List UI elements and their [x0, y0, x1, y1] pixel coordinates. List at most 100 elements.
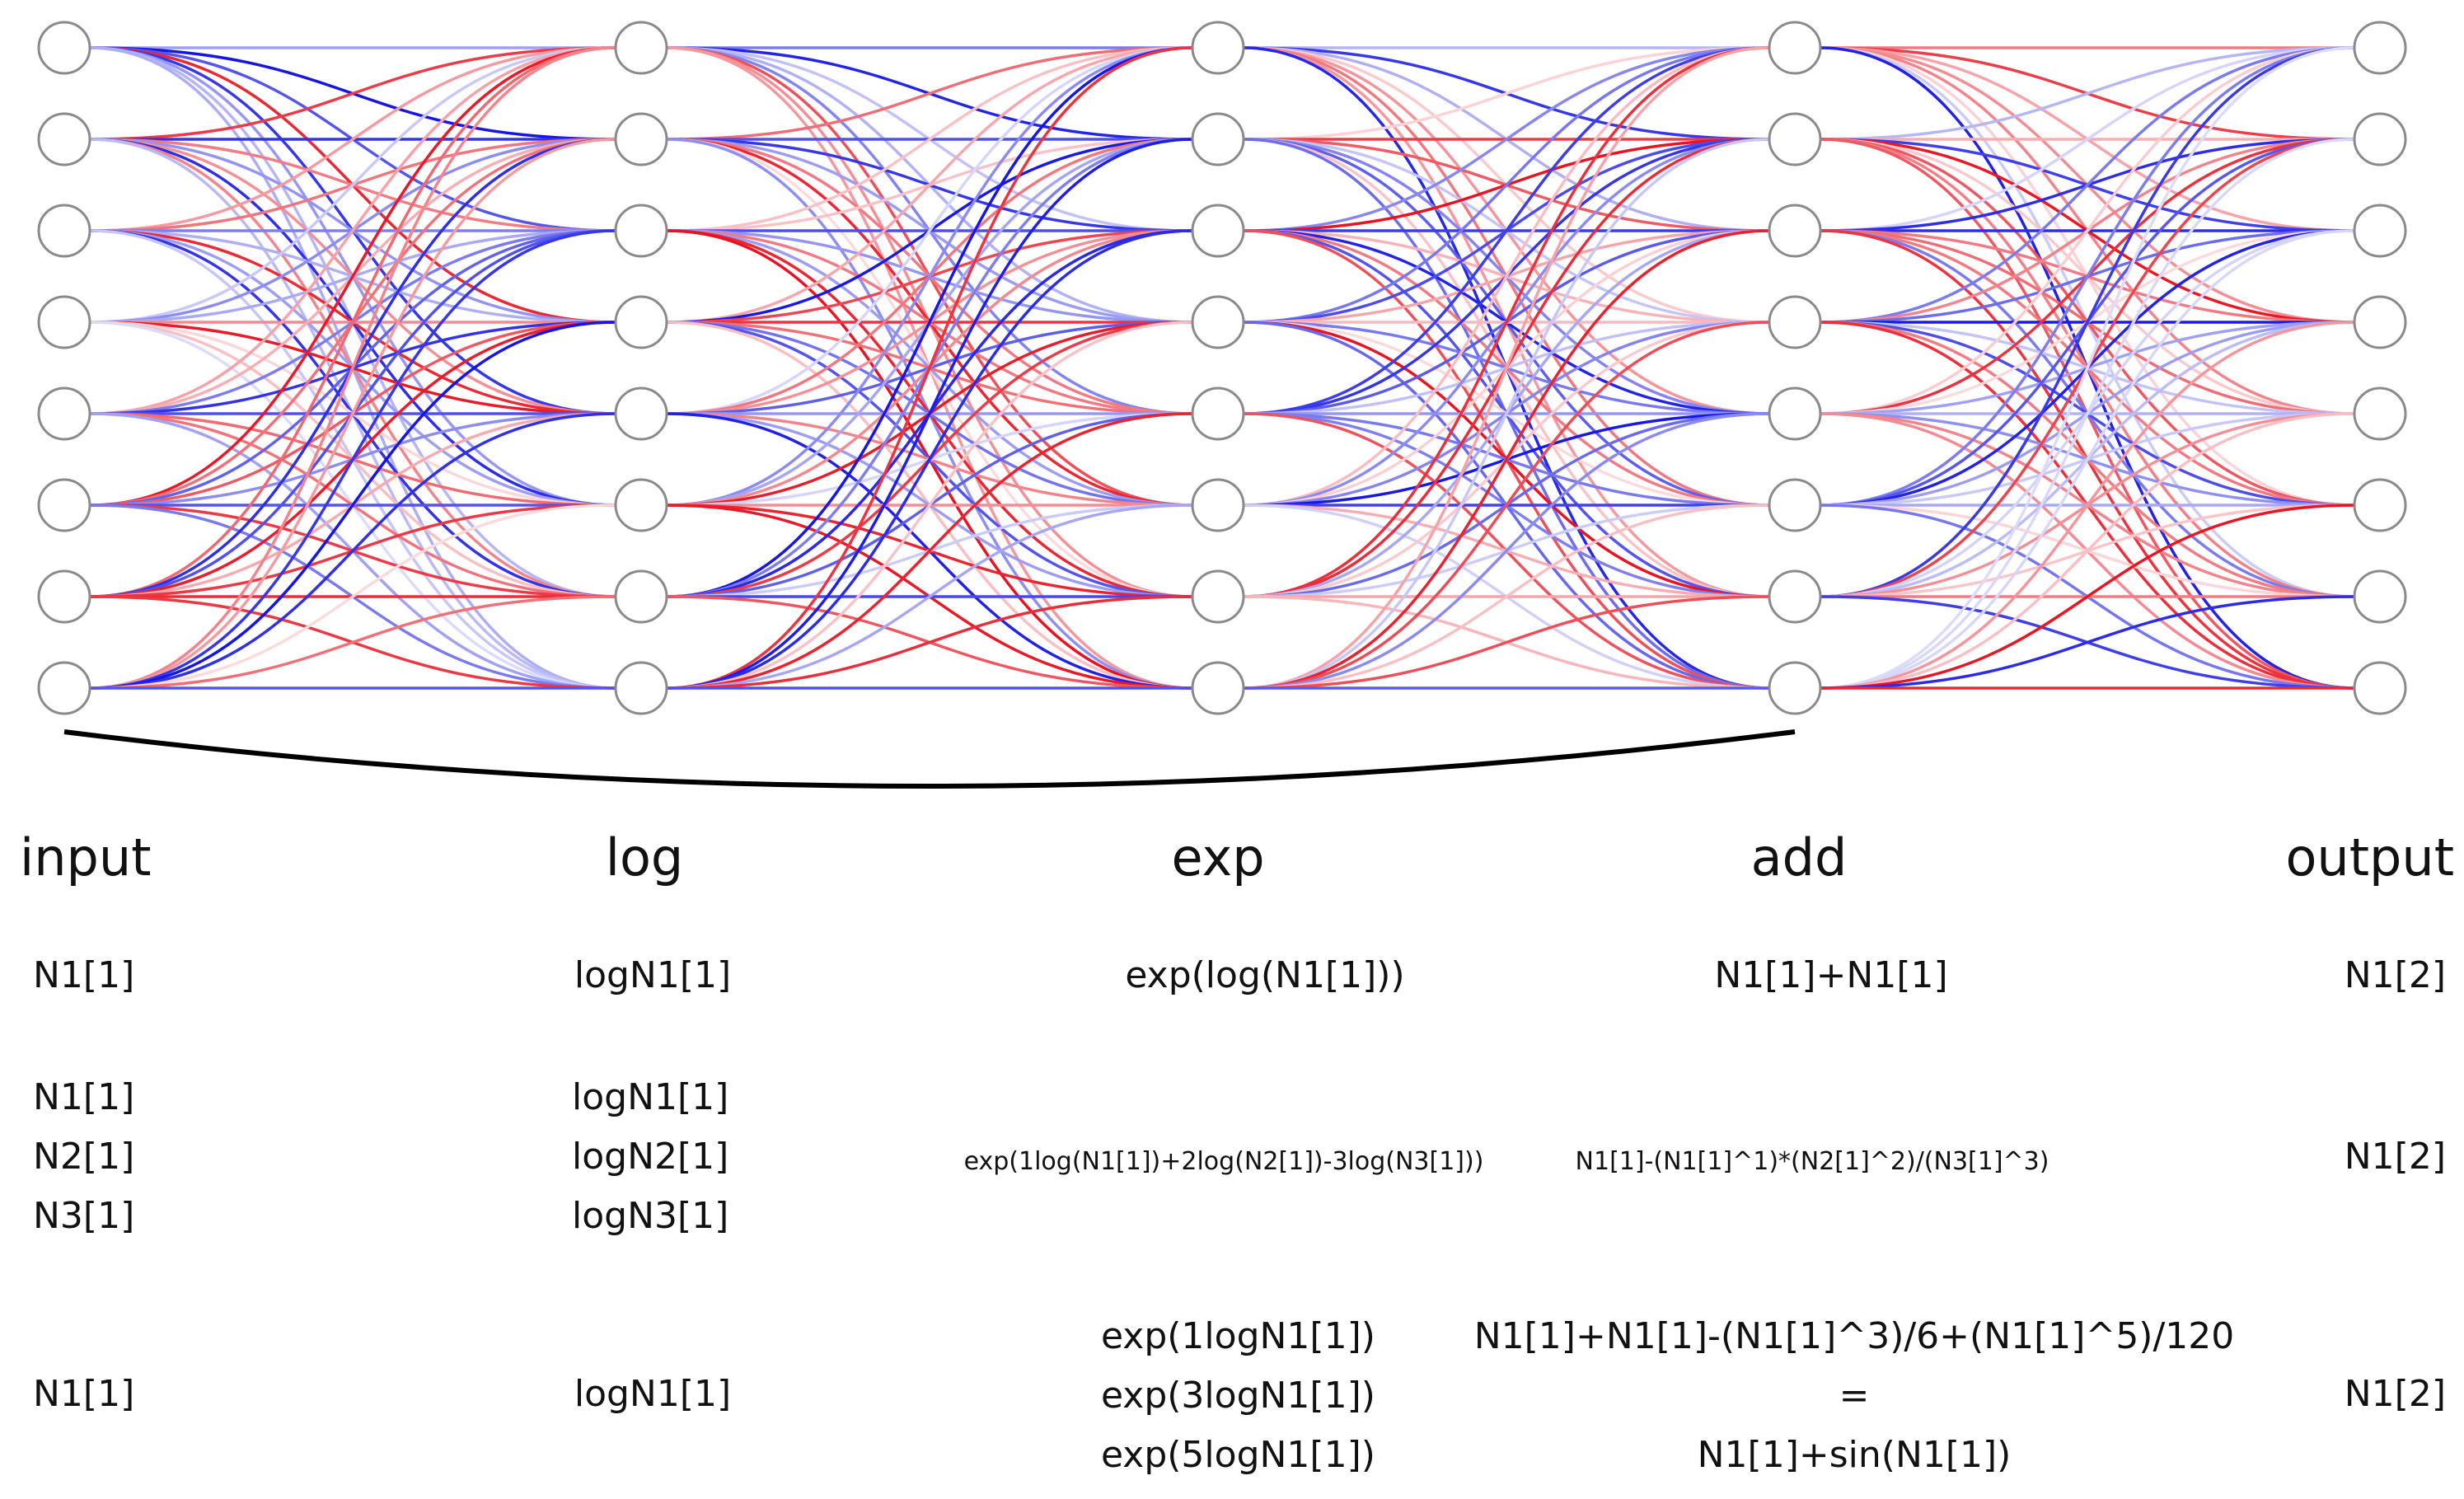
weight-edge — [666, 46, 1193, 598]
row3-output: N1[2] — [2344, 1373, 2446, 1415]
row2-exp: exp(1log(N1[1])+2log(N2[1])-3log(N3[1])) — [963, 1147, 1484, 1176]
neuron-node — [1768, 569, 1822, 624]
neuron-node — [1191, 295, 1245, 349]
neuron-node — [614, 569, 668, 624]
row3-add-item: N1[1]+sin(N1[1]) — [1697, 1434, 2012, 1476]
neuron-node — [1191, 112, 1245, 166]
neuron-node — [37, 569, 91, 624]
weight-edge — [666, 595, 1193, 690]
weight-edge — [89, 46, 616, 324]
weight-edge — [1820, 412, 2355, 690]
neuron-node — [2353, 661, 2407, 715]
weight-edge — [666, 321, 1193, 690]
row2-log-item: logN1[1] — [572, 1076, 729, 1118]
skip-connection-brace — [63, 729, 1796, 789]
neuron-node — [37, 204, 91, 258]
neuron-node — [37, 478, 91, 532]
row2-log-item: logN2[1] — [572, 1136, 729, 1178]
weight-edge — [89, 504, 616, 690]
row3-add-item: N1[1]+N1[1]-(N1[1]^3)/6+(N1[1]^5)/120 — [1473, 1315, 2235, 1357]
row3-add: N1[1]+N1[1]-(N1[1]^3)/6+(N1[1]^5)/120 = … — [1467, 1307, 2241, 1485]
weight-edge — [1243, 46, 1770, 232]
weight-edge — [1820, 46, 2355, 324]
neuron-node — [1768, 112, 1822, 166]
weight-edge — [1820, 321, 2355, 690]
weight-edge — [1243, 412, 1770, 690]
row3-exp: exp(1logN1[1]) exp(3logN1[1]) exp(5logN1… — [1101, 1307, 1375, 1485]
weight-edge — [89, 595, 616, 690]
row3-exp-item: exp(1logN1[1]) — [1101, 1315, 1375, 1357]
neuron-node — [2353, 21, 2407, 75]
neural-network-diagram — [37, 21, 2407, 789]
row3-exp-item: exp(5logN1[1]) — [1101, 1434, 1375, 1476]
weight-edge — [666, 412, 1193, 690]
weight-edge — [89, 229, 616, 690]
neuron-node — [1191, 204, 1245, 258]
neuron-node — [37, 661, 91, 715]
neuron-node — [37, 295, 91, 349]
row3-exp-item: exp(3logN1[1]) — [1101, 1375, 1375, 1417]
layer-label-input: input — [20, 827, 152, 888]
neuron-node — [614, 661, 668, 715]
weight-edge — [1243, 321, 1770, 690]
neuron-node — [1768, 386, 1822, 441]
row2-input: N1[1] N2[1] N3[1] — [33, 1068, 134, 1246]
neuron-node — [1768, 204, 1822, 258]
neuron-node — [2353, 478, 2407, 532]
weight-edge — [1820, 46, 2355, 598]
weight-edge — [1243, 138, 1770, 690]
row2-input-item: N3[1] — [33, 1195, 135, 1237]
weight-edge — [1820, 46, 2355, 141]
row1-output: N1[2] — [2344, 954, 2446, 996]
row2-add: N1[1]-(N1[1]^1)*(N2[1]^2)/(N3[1]^3) — [1575, 1147, 2049, 1176]
row1-exp: exp(log(N1[1])) — [1125, 954, 1405, 996]
weight-edge — [666, 138, 1193, 690]
weight-edge — [666, 504, 1193, 690]
network-nodes — [37, 21, 2407, 715]
neuron-node — [614, 478, 668, 532]
neuron-node — [614, 386, 668, 441]
row1-log: logN1[1] — [574, 954, 732, 996]
neuron-node — [1768, 295, 1822, 349]
neuron-node — [2353, 386, 2407, 441]
neuron-node — [1191, 569, 1245, 624]
neuron-node — [1191, 661, 1245, 715]
layer-label-output: output — [2285, 827, 2455, 888]
weight-edge — [666, 46, 1193, 507]
neuron-node — [37, 21, 91, 75]
neuron-node — [1768, 478, 1822, 532]
weight-edge — [1820, 138, 2355, 690]
row2-input-item: N1[1] — [33, 1076, 135, 1118]
row3-input: N1[1] — [33, 1373, 135, 1415]
weight-edge — [1243, 595, 1770, 690]
weight-edge — [666, 46, 1193, 415]
weight-edge — [89, 46, 616, 598]
neuron-node — [614, 204, 668, 258]
weight-edge — [1820, 46, 2355, 232]
weight-edge — [89, 321, 616, 690]
weight-edge — [89, 46, 616, 232]
weight-edge — [666, 46, 1193, 324]
neuron-node — [1191, 21, 1245, 75]
row2-output: N1[2] — [2344, 1136, 2446, 1178]
weight-edge — [1243, 46, 1770, 324]
network-edges — [89, 46, 2355, 690]
row1-input: N1[1] — [33, 954, 135, 996]
neuron-node — [1768, 21, 1822, 75]
weight-edge — [89, 138, 616, 690]
weight-edge — [1243, 229, 1770, 690]
weight-edge — [666, 46, 1193, 232]
neuron-node — [2353, 295, 2407, 349]
weight-edge — [666, 46, 1193, 690]
neuron-node — [614, 295, 668, 349]
neuron-node — [37, 386, 91, 441]
weight-edge — [1820, 46, 2355, 415]
weight-edge — [666, 46, 1193, 141]
weight-edge — [89, 46, 616, 415]
neuron-node — [2353, 112, 2407, 166]
layer-label-log: log — [605, 827, 684, 888]
weight-edge — [1243, 46, 1770, 690]
weight-edge — [1820, 595, 2355, 690]
row2-input-item: N2[1] — [33, 1136, 135, 1178]
neuron-node — [37, 112, 91, 166]
